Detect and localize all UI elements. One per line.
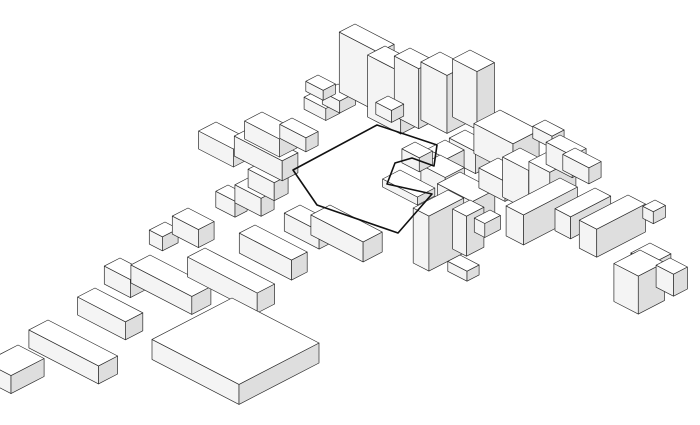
building-roof — [452, 199, 485, 217]
building-block — [412, 189, 465, 272]
building-roof — [452, 49, 495, 72]
building-block — [505, 177, 578, 246]
building-roof — [187, 247, 275, 294]
site-boundary — [292, 124, 438, 234]
building-block — [151, 297, 320, 405]
building-group — [0, 23, 688, 405]
building-wall-left — [412, 207, 430, 272]
building-roof — [473, 109, 540, 145]
building-roof — [473, 209, 501, 224]
building-roof — [151, 297, 320, 385]
building-block — [642, 199, 666, 225]
building-block — [562, 147, 602, 185]
building-block — [0, 344, 45, 394]
building-roof — [554, 187, 612, 218]
building-roof — [305, 74, 336, 91]
building-roof — [642, 199, 666, 213]
building-block — [401, 141, 433, 173]
building-roof — [505, 177, 578, 216]
building-block — [452, 49, 495, 130]
building-block — [655, 257, 688, 297]
building-block — [77, 287, 144, 341]
building-block — [578, 194, 646, 258]
building-wall-left — [452, 208, 467, 257]
building-roof — [562, 147, 602, 169]
building-roof — [0, 344, 45, 376]
building-roof — [613, 249, 665, 277]
building-roof — [279, 117, 319, 139]
building-roof — [238, 224, 308, 261]
building-roof — [171, 207, 215, 230]
building-block — [613, 249, 665, 315]
building-block — [473, 209, 501, 238]
building-roof — [447, 254, 480, 272]
building-roof — [401, 141, 433, 159]
building-block — [375, 95, 405, 123]
building-block — [305, 74, 336, 101]
building-roof — [77, 287, 144, 323]
building-roof — [578, 194, 646, 230]
building-block — [279, 117, 319, 153]
building-roof — [532, 119, 565, 137]
building-roof — [655, 257, 688, 275]
building-roof — [382, 169, 436, 198]
building-block — [310, 204, 383, 263]
building-block — [238, 224, 308, 281]
building-block — [171, 207, 215, 248]
building-block — [447, 254, 480, 282]
building-roof — [28, 319, 118, 367]
building-roof — [310, 204, 383, 243]
building-roof — [375, 95, 405, 111]
building-block — [28, 319, 118, 385]
